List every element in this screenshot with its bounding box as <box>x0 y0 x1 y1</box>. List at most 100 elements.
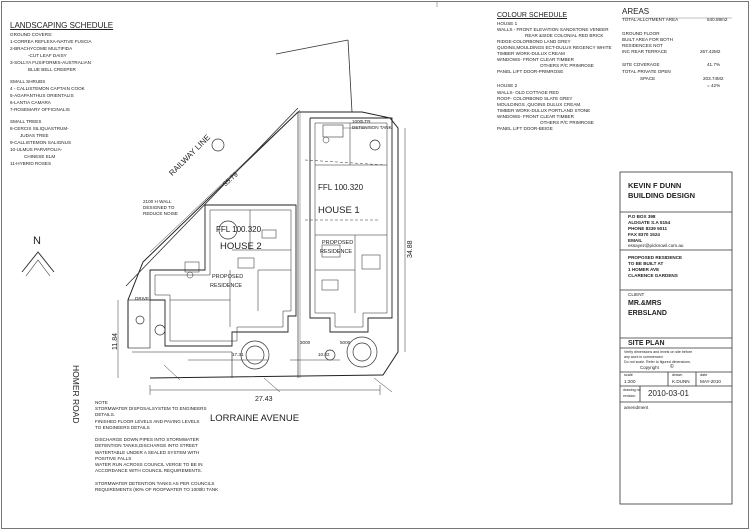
dim-3000: 3000 <box>300 340 311 345</box>
ground-floor-line-4: INC REAR TERRACE <box>622 49 668 54</box>
note-line: FINISHED FLOOR LEVELS AND PAVING LEVELS <box>95 418 200 424</box>
drawn-value: K.DUNN <box>672 379 690 384</box>
railway-line-edge <box>125 39 353 287</box>
firm-phone: PHONE 8339 5011 <box>628 226 668 231</box>
firm-fax: FAX 8370 1524 <box>628 232 660 237</box>
note-line: REQUIREMENTS (60% OF ROOFWATER TO 1000lt… <box>95 486 219 492</box>
copyright-icon: © <box>670 364 674 370</box>
revision-label: revision <box>623 394 636 398</box>
scale-value: 1:200 <box>624 379 636 384</box>
colour-h2-0: HOUSE 2 <box>497 83 518 88</box>
note-line: NOTE <box>95 400 108 405</box>
colour-h1-0: HOUSE 1 <box>497 21 518 26</box>
colour-h1-5: TIMBER WORK-DULUX CREAM <box>497 51 565 56</box>
house-1-proposed: PROPOSED <box>322 240 354 246</box>
project-line-4: CLARENCE GARDENS <box>628 273 678 278</box>
note-line: WATER RUN ACROSS COUNCIL VERGE TO BE IN <box>95 462 203 468</box>
house-2-residence: RESIDENCE <box>210 283 243 289</box>
colour-h2-1: WALLS- OLD COTTAGE RED <box>497 90 559 95</box>
north-arrow <box>21 251 55 277</box>
house-1-outline <box>309 117 393 333</box>
allotment-area-label: TOTAL ALLOTMENT AREA <box>622 17 679 22</box>
house-2-ffl: FFL 100.320 <box>216 225 262 234</box>
dim-17-31: 17.31 <box>232 352 244 357</box>
small-tree-9: 9-CALLISTEMON SALIGNUS <box>10 140 72 145</box>
copyright-label: Copyright <box>640 365 659 370</box>
firm-email-label: EMAIL <box>628 238 643 243</box>
site-coverage-label: SITE COVERAGE <box>622 62 660 67</box>
dim-11-84: 11.84 <box>112 333 119 350</box>
drive-label: DRIVE <box>135 296 150 301</box>
drawing-no-label: drawing no <box>623 388 641 392</box>
colour-h1-6: WINDOWS- FRONT CLEAR TIMBER <box>497 57 574 62</box>
drawing-number: 2010-03-01 <box>648 389 689 398</box>
note-line: STORMWATER DETENTION TANKS AS PER COUNCI… <box>95 480 215 486</box>
note-line: STORMWATER DISPOSALSYSTEM TO ENGINEERS <box>95 406 207 412</box>
colour-h2-3: MOULDINGS ,QUOINS DULUX CREAM. <box>497 102 582 107</box>
site-boundary <box>127 111 399 379</box>
small-tree-10b: CHINESE ELM <box>24 154 56 159</box>
small-trees-label: SMALL TREES <box>10 119 42 124</box>
note-line: TO ENGINEERS DETAILS <box>95 424 150 430</box>
client-label: CLIENT <box>628 292 645 297</box>
house-1-residence: RESIDENCE <box>320 249 353 255</box>
ground-cover-2b: -CUT LEAF DAISY <box>28 53 67 58</box>
verify-line-3: Do not scale. Refer to figured dimension… <box>624 360 691 364</box>
verify-line-1: Verify dimensions and levels on site bef… <box>624 350 693 354</box>
firm-address-2: ALDGATE S.A 5154 <box>628 220 671 225</box>
north-label: N <box>33 235 41 247</box>
small-shrub-6: 6-LANTIA CAMARA <box>10 100 51 105</box>
ground-cover-3b: BLUE BELL CREEPER <box>28 67 76 72</box>
small-shrubs-label: SMALL SHRUBS <box>10 79 46 84</box>
ground-floor-line-2: BUILT AREA FOR BOTH <box>622 37 673 42</box>
ground-floor-value: 267.42M2 <box>700 49 721 54</box>
landscaping-schedule-title: LANDSCAPING SCHEDULE <box>10 21 114 30</box>
landscaping-circles <box>135 138 381 370</box>
ground-cover-2: 2-BRACHYCOME MULTIFIDA <box>10 46 73 51</box>
ground-floor-line-3: RESIDENCES NOT <box>622 43 663 48</box>
small-shrub-4: 4 - CALLISTEMON CAPTAIN COOK <box>10 86 85 91</box>
amendment-label: amendment <box>624 405 649 410</box>
colour-h1-2: REAR &SIDE COLONIAL RED BRICK <box>525 33 604 38</box>
site-coverage-value: 41.7% <box>707 62 721 67</box>
project-line-3: 1 HOMER AVE <box>628 267 660 272</box>
dim-5000: 5000 <box>340 340 351 345</box>
colour-h1-4: QUOINS,MOULDINGS ECT-DULUX REGENCY WHITE <box>497 45 612 50</box>
detention-tank <box>322 124 344 138</box>
wall-note-2: DESIGNED TO <box>143 205 175 210</box>
date-value: MAY-2010 <box>700 379 721 384</box>
firm-name-1: KEVIN F DUNN <box>628 181 682 190</box>
open-space-value: 203.74M2 <box>703 76 724 81</box>
colour-h1-1: WALLS - FRONT ELEVATION SANDSTONE VENEER <box>497 27 609 32</box>
open-space-percent: = 42% <box>707 83 721 88</box>
lorraine-avenue-label: LORRAINE AVENUE <box>210 413 300 424</box>
small-shrub-7: 7-ROSEMARY OFFICINALIS <box>10 107 70 112</box>
client-name-1: MR.&MRS <box>628 300 662 307</box>
small-shrub-5: 5-AGAPANTHUS ORIENTALIS <box>10 93 74 98</box>
house-2-proposed: PROPOSED <box>212 274 244 280</box>
scale-label: scale <box>624 373 633 377</box>
small-tree-11: 11-HYBRID ROSES <box>10 161 52 166</box>
ground-cover-3: 3-SOLLYA FUSIFORMIS-AUSTRALIAN <box>10 60 92 65</box>
colour-h2-2: ROOF- COLORBOND SLATE GREY <box>497 96 573 101</box>
small-tree-10: 10-ULMUS PARVIFOLIA- <box>10 147 63 152</box>
colour-h1-7: OTHERS P/C PRIMROSE <box>540 63 594 68</box>
colour-h1-8: PANEL LIFT DOOR-PRIMROSE <box>497 69 564 74</box>
allotment-area-value: 640.89m2 <box>707 17 728 22</box>
colour-h2-4: TIMBER WORK-DULUX PORTLAND STONE <box>497 108 591 113</box>
ground-floor-line-1: GROUND FLOOR <box>622 31 660 36</box>
house-1-ffl: FFL 100.320 <box>318 183 364 192</box>
firm-address-1: P.O BOX 398 <box>628 214 656 219</box>
colour-h2-6: OTHERS P/C PRIMROSE <box>540 120 594 125</box>
ground-covers-label: GROUND COVERS: <box>10 32 53 37</box>
house-1-label: HOUSE 1 <box>318 205 360 216</box>
house-2-garage <box>127 299 233 378</box>
dim-10-32: 10.32 <box>318 352 330 357</box>
project-line-1: PROPOSED RESIDENCE <box>628 255 683 260</box>
drawn-label: drawn <box>672 373 683 377</box>
open-space-line-1: TOTAL PRIVATE OPEN <box>622 69 671 74</box>
note-line: DETENTION TANKS,DISCHARGE INTO STREET <box>95 443 198 449</box>
house-2-label: HOUSE 2 <box>220 241 262 252</box>
title-block-lines <box>619 171 733 505</box>
